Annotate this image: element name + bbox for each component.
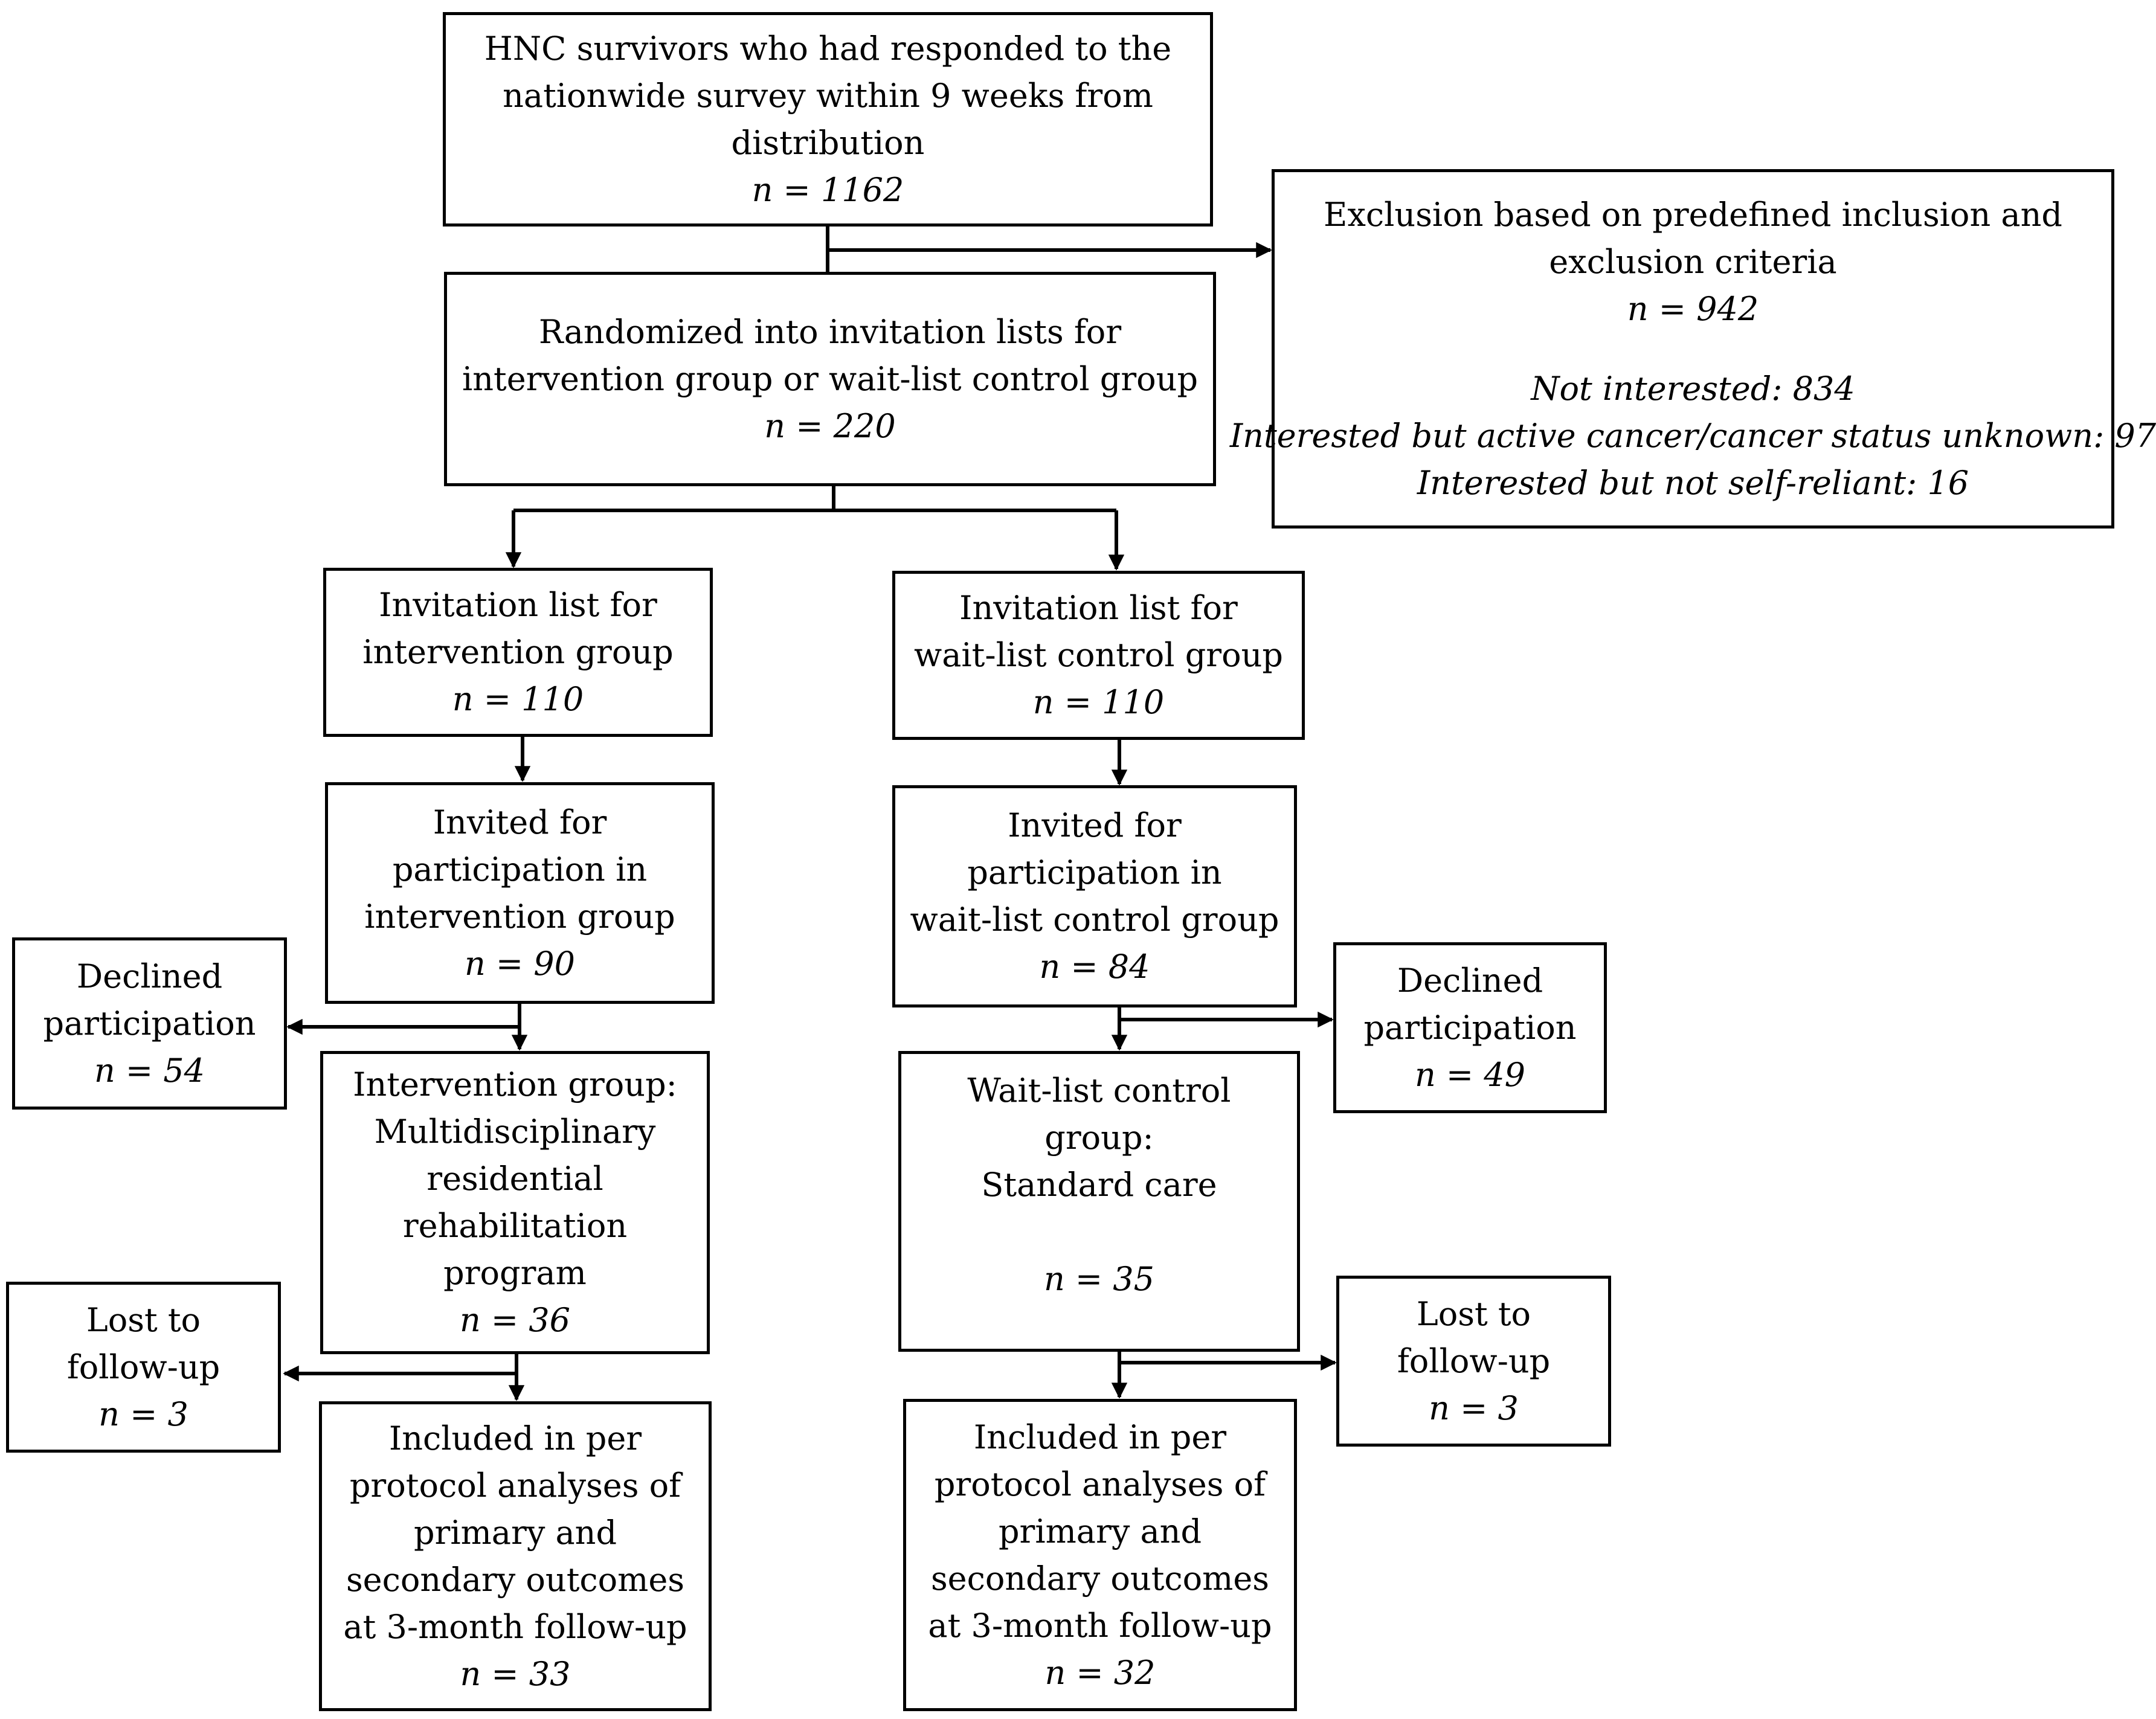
inv-list-control-box: Invitation list for wait-list control gr… [892,571,1305,740]
box-line: Invitation list for [959,589,1238,627]
box-line: Included in per [973,1418,1227,1456]
box-line: nationwide survey within 9 weeks from [503,76,1153,115]
box-line: Standard care [981,1166,1217,1204]
box-line: intervention group [364,897,675,936]
box-line: Intervention group: [353,1065,677,1104]
box-line: at 3-month follow-up [928,1606,1272,1645]
sample-size: n = 110 [452,680,584,718]
box-line: secondary outcomes [930,1559,1270,1598]
box-line: Lost to [1416,1294,1531,1333]
sample-size: n = 1162 [751,170,904,209]
box-line: participation [43,1004,256,1043]
box-line: Invited for [433,803,607,841]
sample-size: n = 54 [94,1051,205,1090]
box-line: Invitation list for [379,586,657,624]
box-line: exclusion criteria [1549,242,1837,281]
box-line: Declined [1397,961,1543,1000]
inv-list-intervention-box: Invitation list for intervention group n… [323,568,713,737]
box-line: Included in per [388,1419,642,1457]
declined-intervention-box: Declined participation n = 54 [12,937,287,1110]
sample-size: n = 32 [1044,1653,1156,1692]
invited-control-box: Invited for participation in wait-list c… [892,785,1297,1007]
sample-size: n = 49 [1414,1055,1526,1094]
box-line: primary and [998,1512,1202,1550]
box-line: HNC survivors who had responded to the [484,29,1172,68]
box-line: distribution [731,123,925,162]
box-line: Exclusion based on predefined inclusion … [1324,195,2062,234]
exclusion-reason: Interested but active cancer/cancer stat… [1229,416,2156,455]
box-line: rehabilitation [402,1207,628,1245]
box-line: Multidisciplinary [374,1113,656,1151]
box-line: primary and [413,1513,617,1552]
sample-size: n = 84 [1039,948,1150,986]
exclusion-box: Exclusion based on predefined inclusion … [1230,169,2156,529]
randomized-box: Randomized into invitation lists for int… [444,272,1216,486]
box-line: at 3-month follow-up [343,1607,687,1646]
box-line: Randomized into invitation lists for [538,312,1122,351]
box-line: wait-list control group [910,901,1279,939]
control-group-box: Wait-list control group: Standard care n… [898,1051,1300,1352]
box-line: program [443,1254,587,1292]
box-line: follow-up [66,1348,220,1386]
box-line: Wait-list control [967,1072,1231,1110]
exclusion-reason: Interested but not self-reliant: 16 [1417,463,1969,502]
box-line: group: [1044,1119,1154,1157]
box-line: participation in [392,850,648,888]
box-line: protocol analyses of [349,1466,681,1505]
box-line: intervention group or wait-list control … [462,359,1199,398]
included-control-box: Included in per protocol analyses of pri… [903,1399,1297,1711]
box-line: participation [1363,1008,1577,1047]
box-line: Invited for [1008,806,1182,844]
box-line: secondary outcomes [346,1560,685,1599]
survey-box: HNC survivors who had responded to the n… [443,12,1213,227]
box-line: intervention group [362,633,674,671]
sample-size: n = 220 [764,406,896,445]
box-line: residential [426,1160,603,1198]
invited-intervention-box: Invited for participation in interventio… [325,782,715,1004]
sample-size: n = 90 [464,944,576,983]
box-line: protocol analyses of [934,1465,1266,1503]
exclusion-reason: Not interested: 834 [1531,369,1855,408]
box-line: Declined [76,957,223,995]
sample-size: n = 33 [460,1654,571,1693]
included-intervention-box: Included in per protocol analyses of pri… [319,1401,712,1711]
sample-size: n = 110 [1032,683,1165,721]
box-line: wait-list control group [914,636,1283,674]
intervention-group-box: Intervention group: Multidisciplinary re… [320,1051,710,1354]
box-line: Lost to [86,1300,201,1339]
sample-size: n = 35 [1043,1260,1155,1298]
sample-size: n = 36 [459,1301,571,1339]
sample-size: n = 3 [98,1395,188,1433]
sample-size: n = 942 [1627,289,1759,328]
lost-control-box: Lost to follow-up n = 3 [1336,1276,1611,1447]
box-line: participation in [967,853,1222,892]
sample-size: n = 3 [1429,1389,1519,1427]
declined-control-box: Declined participation n = 49 [1333,942,1607,1113]
box-line: follow-up [1397,1341,1551,1380]
lost-intervention-box: Lost to follow-up n = 3 [6,1282,281,1453]
